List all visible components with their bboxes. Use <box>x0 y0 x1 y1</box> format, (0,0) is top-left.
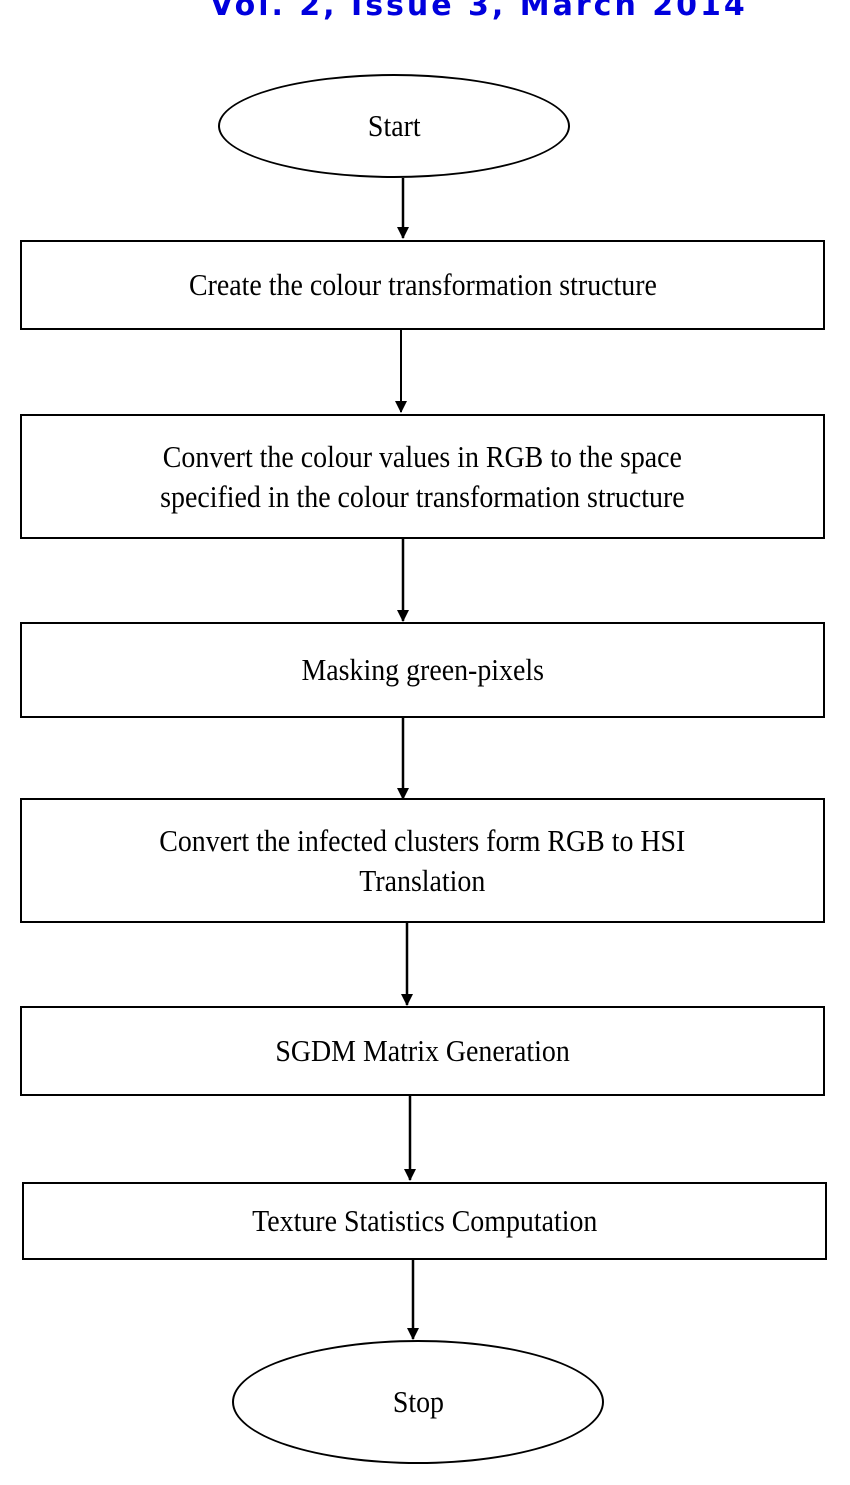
start-label: Start <box>367 108 421 143</box>
step-label: Convert the colour values in RGB to the … <box>160 438 685 514</box>
journal-issue-header: Vol. 2, Issue 3, March 2014 <box>210 0 748 23</box>
step-create-colour-transformation: Create the colour transformation structu… <box>20 240 825 330</box>
stop-terminal: Stop <box>232 1340 604 1464</box>
step-label: SGDM Matrix Generation <box>275 1033 570 1068</box>
step-label: Convert the infected clusters form RGB t… <box>159 822 686 898</box>
step-convert-rgb-values: Convert the colour values in RGB to the … <box>20 414 825 539</box>
step-label: Texture Statistics Computation <box>251 1203 598 1238</box>
step-sgdm-matrix-generation: SGDM Matrix Generation <box>20 1006 825 1096</box>
step-texture-statistics: Texture Statistics Computation <box>22 1182 827 1260</box>
step-label: Create the colour transformation structu… <box>188 267 657 302</box>
step-label: Masking green-pixels <box>301 652 544 687</box>
step-masking-green-pixels: Masking green-pixels <box>20 622 825 718</box>
stop-label: Stop <box>392 1384 444 1419</box>
start-terminal: Start <box>218 74 570 178</box>
step-convert-infected-clusters: Convert the infected clusters form RGB t… <box>20 798 825 923</box>
